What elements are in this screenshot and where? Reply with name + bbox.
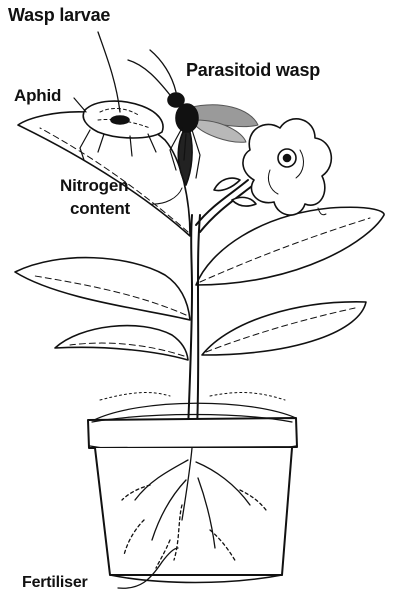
middle-right-leaf xyxy=(202,302,366,355)
aphid-label: Aphid xyxy=(14,86,61,106)
flower xyxy=(243,119,331,215)
pot xyxy=(88,393,297,583)
lower-left-leaf xyxy=(55,326,188,360)
nitrogen-label: Nitrogen xyxy=(60,176,128,196)
fertiliser-label: Fertiliser xyxy=(22,574,88,592)
parasitoid-wasp-label: Parasitoid wasp xyxy=(186,60,320,81)
upper-right-leaf xyxy=(196,207,384,285)
middle-left-leaf xyxy=(15,258,190,320)
content-label: content xyxy=(70,199,130,219)
wasp-larvae-label: Wasp larvae xyxy=(8,5,110,26)
